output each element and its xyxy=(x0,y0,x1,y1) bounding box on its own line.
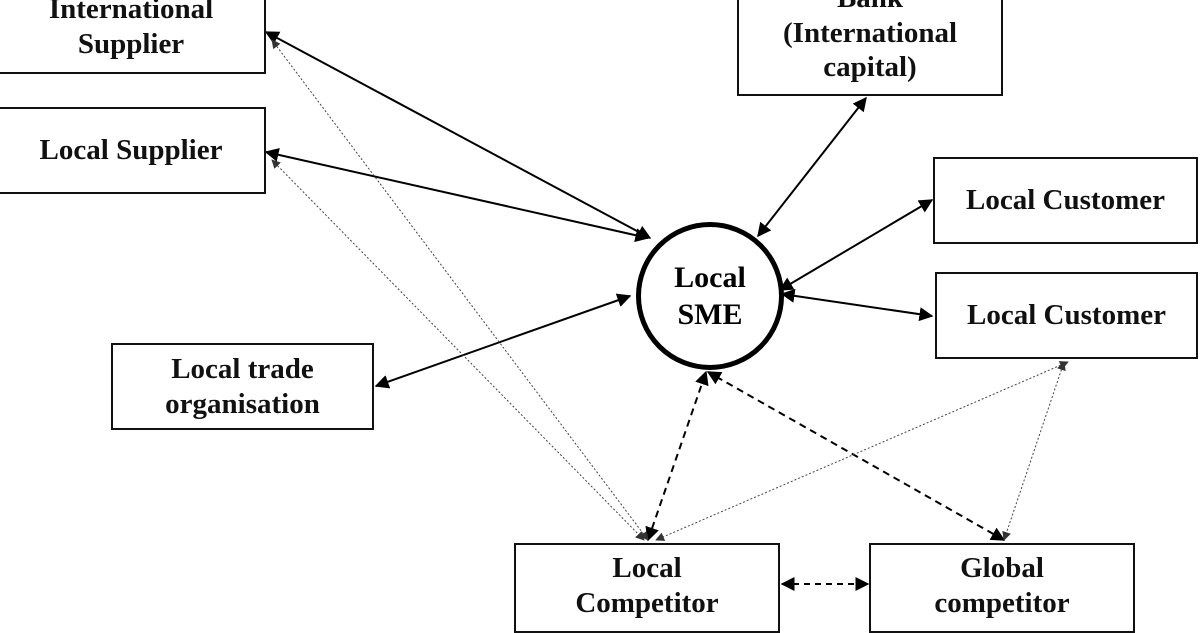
local-customer-2-label: Local Customer xyxy=(967,299,1166,332)
bank-label: Bank (International capital) xyxy=(783,0,957,84)
local-competitor-box: Local Competitor xyxy=(514,543,780,633)
link-local-customer-2-global-competitor xyxy=(1002,361,1066,541)
local-supplier-label: Local Supplier xyxy=(39,134,223,167)
link-international-supplier-sme xyxy=(264,31,652,239)
local-trade-organisation-box: Local trade organisation xyxy=(111,343,374,430)
local-customer-1-label: Local Customer xyxy=(966,184,1165,217)
link-bank-sme xyxy=(757,96,867,238)
bank-box: Bank (International capital) xyxy=(737,0,1003,96)
link-local-customer-2-sme xyxy=(780,288,934,322)
link-local-customer-1-sme xyxy=(778,199,934,291)
local-sme-label: Local SME xyxy=(674,260,746,332)
global-competitor-label: Global competitor xyxy=(934,552,1070,619)
global-competitor-box: Global competitor xyxy=(869,543,1135,633)
local-customer-1-box: Local Customer xyxy=(933,157,1198,244)
local-trade-organisation-label: Local trade organisation xyxy=(165,352,320,420)
international-supplier-label: International Supplier xyxy=(48,0,214,60)
link-local-competitor-sme xyxy=(645,370,709,542)
link-local-customer-2-local-competitor xyxy=(655,361,1069,541)
local-supplier-box: Local Supplier xyxy=(0,107,266,194)
link-trade-org-sme xyxy=(374,293,632,389)
link-international-supplier-local-competitor xyxy=(271,39,649,541)
local-sme-node: Local SME xyxy=(636,222,784,370)
international-supplier-box: International Supplier xyxy=(0,0,266,74)
link-global-competitor-sme xyxy=(706,371,1006,541)
link-local-supplier-sme xyxy=(264,147,650,243)
local-customer-2-box: Local Customer xyxy=(935,272,1198,359)
relationship-links xyxy=(264,31,1069,591)
link-local-supplier-local-competitor xyxy=(271,159,645,541)
local-competitor-label: Local Competitor xyxy=(575,552,719,619)
